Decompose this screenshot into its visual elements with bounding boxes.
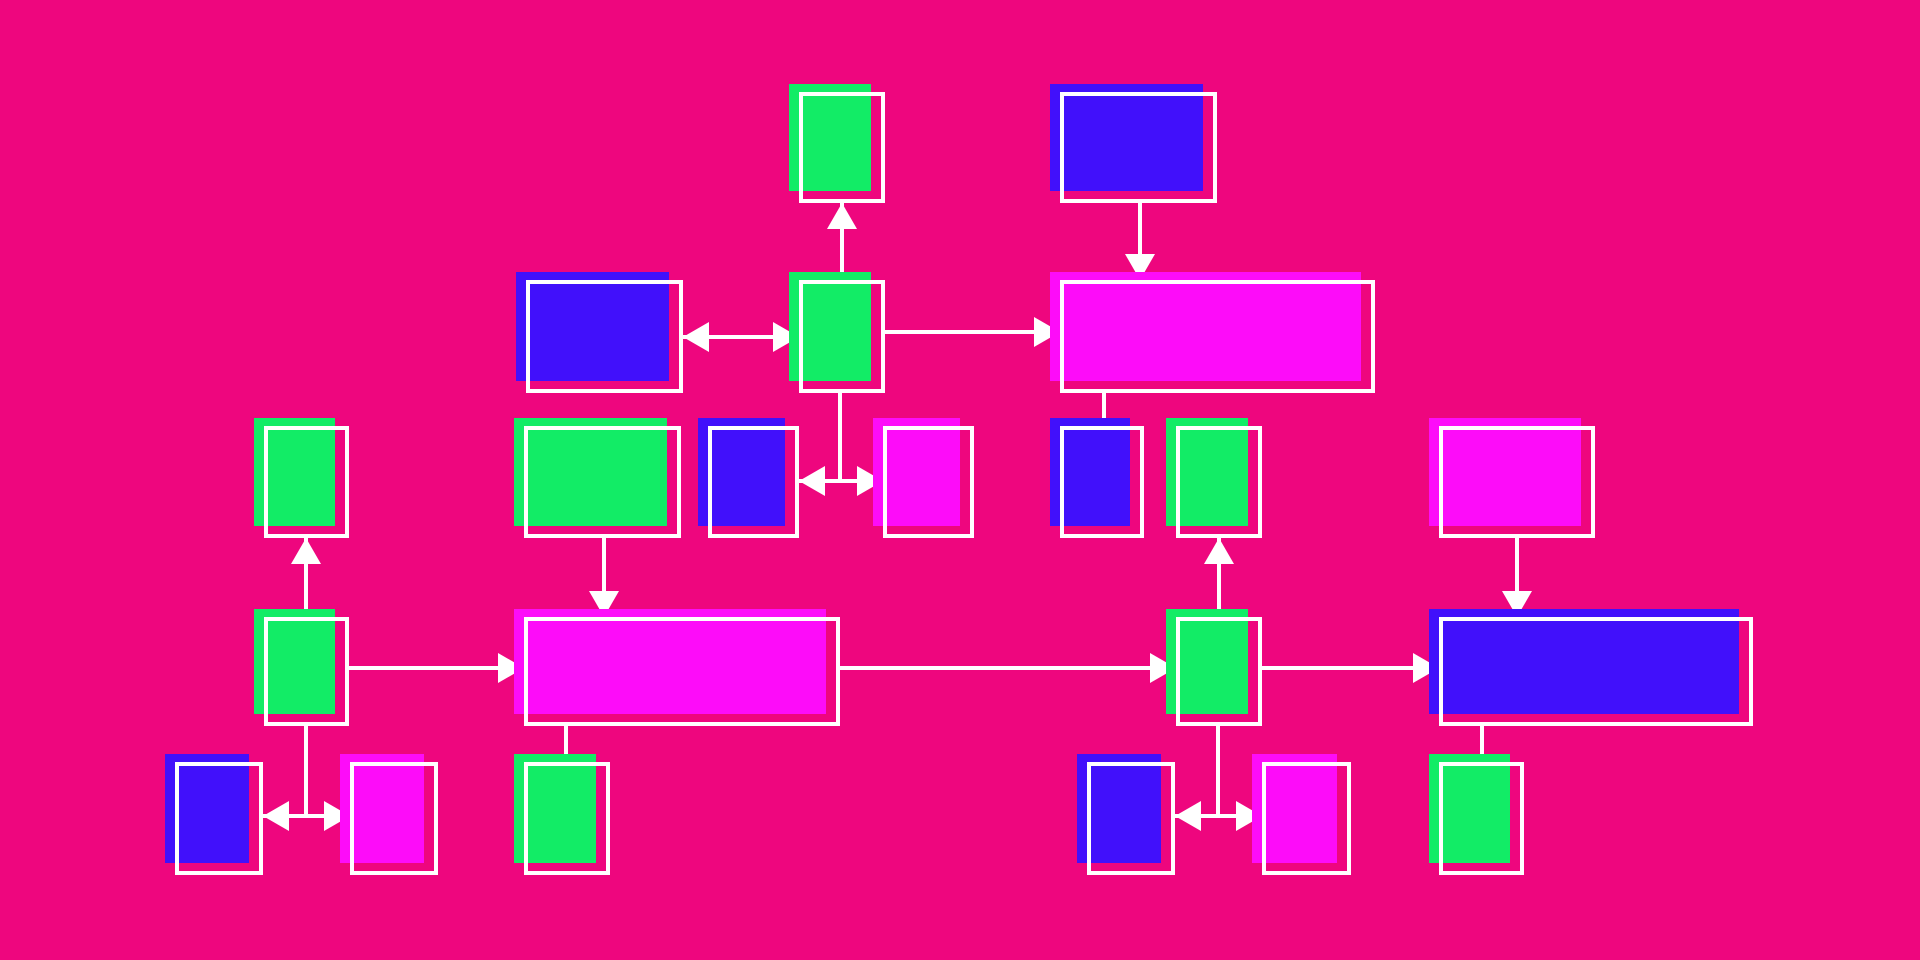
- node-fill: [1050, 272, 1361, 381]
- arrowhead-icon: [1175, 801, 1201, 831]
- node-n15: [1166, 609, 1262, 726]
- node-n13: [254, 609, 349, 726]
- node-n2: [1050, 84, 1217, 203]
- node-frame: [175, 762, 263, 875]
- node-frame: [1060, 426, 1144, 538]
- node-n17: [165, 754, 263, 875]
- arrowhead-icon: [1125, 254, 1155, 280]
- node-n12: [1429, 418, 1595, 538]
- node-frame: [526, 280, 683, 393]
- node-n11: [1166, 418, 1262, 538]
- arrowhead-icon: [857, 466, 883, 496]
- node-n14: [514, 609, 840, 726]
- node-n5: [1050, 272, 1375, 393]
- arrowhead-icon: [1204, 538, 1234, 564]
- node-frame: [1439, 617, 1753, 726]
- node-n20: [1077, 754, 1175, 875]
- arrowhead-icon: [773, 322, 799, 352]
- edge-n4-n9: [838, 391, 883, 496]
- node-frame: [708, 426, 799, 538]
- arrowhead-icon: [1034, 317, 1060, 347]
- node-frame: [1087, 762, 1175, 875]
- node-frame: [1060, 280, 1375, 393]
- arrowhead-icon: [498, 653, 524, 683]
- node-fill: [1252, 754, 1337, 863]
- node-frame: [883, 426, 974, 538]
- node-frame: [1060, 92, 1217, 203]
- edge-n4-n1: [827, 203, 857, 282]
- edge-n15-n21: [1216, 724, 1262, 831]
- edge-line: [263, 724, 308, 818]
- node-frame: [1176, 426, 1262, 538]
- node-frame: [350, 762, 438, 875]
- node-n18: [340, 754, 438, 875]
- node-frame: [799, 280, 885, 393]
- arrowhead-icon: [291, 538, 321, 564]
- edge-n15-n16: [1260, 653, 1439, 683]
- node-fill: [516, 272, 669, 381]
- arrowhead-icon: [827, 203, 857, 229]
- node-fill: [1429, 418, 1581, 526]
- node-frame: [524, 426, 681, 538]
- node-n16: [1429, 609, 1753, 726]
- node-frame: [524, 762, 610, 875]
- arrowhead-icon: [324, 801, 350, 831]
- node-fill: [1050, 84, 1203, 191]
- node-n4: [789, 272, 885, 393]
- arrowhead-icon: [589, 591, 619, 617]
- node-n1: [789, 84, 885, 203]
- node-frame: [264, 617, 349, 726]
- node-frame: [1439, 426, 1595, 538]
- arrowhead-icon: [1236, 801, 1262, 831]
- node-n21: [1252, 754, 1351, 875]
- edge-n13-n18: [304, 724, 350, 831]
- node-n7: [514, 418, 681, 538]
- edge-n15-n11: [1204, 538, 1234, 619]
- node-frame: [799, 92, 885, 203]
- arrowhead-icon: [1413, 653, 1439, 683]
- node-frame: [264, 426, 349, 538]
- node-fill: [514, 609, 826, 714]
- arrowhead-icon: [799, 466, 825, 496]
- edge-n3-n4: [683, 322, 799, 352]
- edge-n7-n14: [589, 536, 619, 617]
- nodes-layer: [165, 84, 1753, 875]
- node-frame: [1262, 762, 1351, 875]
- edge-n4-n8: [799, 391, 842, 496]
- edge-n13-n17: [263, 724, 308, 831]
- node-fill: [698, 418, 785, 526]
- node-n8: [698, 418, 799, 538]
- node-frame: [524, 617, 840, 726]
- edge-line: [799, 391, 842, 483]
- arrowhead-icon: [683, 322, 709, 352]
- edge-n13-n6: [291, 538, 321, 619]
- node-n3: [516, 272, 683, 393]
- node-n22: [1429, 754, 1524, 875]
- edge-n15-n20: [1175, 724, 1220, 831]
- edge-n13-n14: [347, 653, 524, 683]
- node-n10: [1050, 418, 1144, 538]
- node-n19: [514, 754, 610, 875]
- node-frame: [1439, 762, 1524, 875]
- arrowhead-icon: [263, 801, 289, 831]
- node-frame: [1176, 617, 1262, 726]
- node-n6: [254, 418, 349, 538]
- edge-n2-n5: [1125, 201, 1155, 280]
- node-fill: [1429, 609, 1739, 714]
- node-fill: [873, 418, 960, 526]
- node-n9: [873, 418, 974, 538]
- edge-n4-n5: [883, 317, 1060, 347]
- arrowhead-icon: [1502, 591, 1532, 617]
- arrowhead-icon: [1150, 653, 1176, 683]
- edge-line: [1175, 724, 1220, 818]
- edge-n12-n16: [1502, 536, 1532, 617]
- edge-n14-n15: [838, 653, 1176, 683]
- node-fill: [514, 418, 667, 526]
